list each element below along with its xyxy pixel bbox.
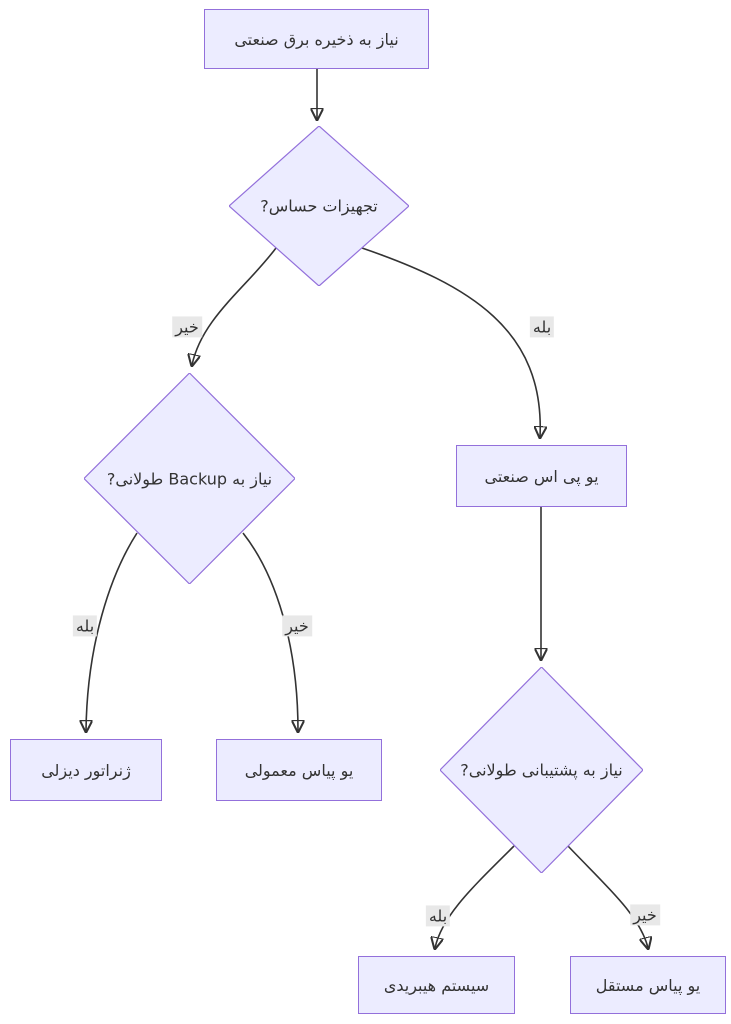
node-diesel-generator-label: ژنراتور دیزلی: [41, 760, 131, 780]
node-standalone-ups: یو پیاس مستقل: [570, 956, 726, 1014]
decision-long-support-needed-label: نیاز به پشتیبانی طولانی?: [460, 760, 623, 780]
node-start-label: نیاز به ذخیره برق صنعتی: [234, 29, 399, 49]
diamond-shape: [84, 373, 295, 584]
node-regular-ups: یو پیاس معمولی: [216, 739, 382, 801]
edge-label-yes: بله: [72, 615, 98, 637]
edge-label-no: خیر: [172, 316, 202, 338]
decision-sensitive-equipment: تجهیزات حساس?: [229, 126, 409, 286]
node-industrial-ups-label: یو پی اس صنعتی: [484, 466, 599, 486]
edge-label-yes: بله: [529, 316, 555, 338]
node-hybrid-system-label: سیستم هیبریدی: [383, 975, 490, 995]
node-industrial-ups: یو پی اس صنعتی: [456, 445, 627, 507]
decision-long-support-needed: نیاز به پشتیبانی طولانی?: [440, 667, 643, 873]
diamond-shape: [440, 667, 643, 873]
edge-label-yes: بله: [425, 905, 451, 927]
edge-label-no: خیر: [282, 615, 312, 637]
node-start: نیاز به ذخیره برق صنعتی: [204, 9, 429, 69]
node-diesel-generator: ژنراتور دیزلی: [10, 739, 162, 801]
diamond-shape: [229, 126, 409, 286]
node-standalone-ups-label: یو پیاس مستقل: [595, 975, 701, 995]
decision-sensitive-equipment-label: تجهیزات حساس?: [260, 196, 378, 216]
node-hybrid-system: سیستم هیبریدی: [358, 956, 515, 1014]
edge-label-no: خیر: [630, 904, 660, 926]
decision-long-backup-needed-label: نیاز به Backup طولانی?: [106, 469, 273, 488]
decision-long-backup-needed: نیاز به Backup طولانی?: [84, 373, 295, 584]
node-regular-ups-label: یو پیاس معمولی: [244, 760, 354, 780]
